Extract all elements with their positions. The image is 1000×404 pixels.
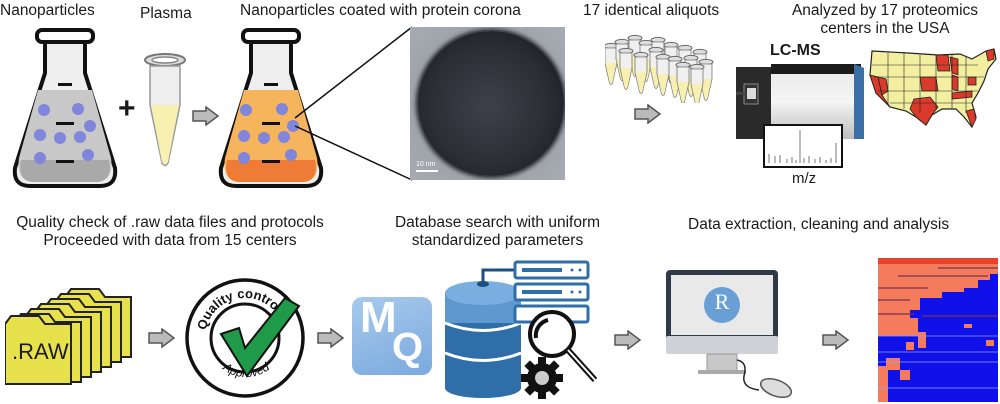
heatmap (878, 258, 998, 402)
arrow-right-icon (317, 328, 345, 348)
label-corona: Nanoparticles coated with protein corona (240, 2, 521, 19)
label-analyzed-line1: Analyzed by 17 proteomics (791, 2, 979, 19)
heatmap-row-lines (878, 267, 998, 317)
heatmap-red-regions (878, 258, 998, 402)
database-search-icon (444, 260, 598, 399)
lcms-label: LC-MS (770, 42, 821, 59)
magnifier-icon (528, 310, 598, 383)
r-logo-letter: R (714, 289, 730, 314)
quality-control-seal-icon: Quality control Approved (185, 278, 305, 398)
plus-symbol: + (118, 92, 136, 125)
selected-states (869, 48, 995, 128)
raw-file-label: .RAW (12, 339, 69, 364)
nanoparticle-dots (34, 103, 96, 164)
label-data-extraction: Data extraction, cleaning and analysis (688, 216, 950, 233)
mass-spectrum-icon (763, 124, 843, 168)
label-analyzed: Analyzed by 17 proteomics centers in the… (775, 2, 995, 38)
aliquot-tubes-icon (605, 34, 714, 103)
nanoparticle-core (418, 31, 564, 176)
label-quality-line1: Quality check of .raw data files and pro… (16, 214, 324, 231)
tem-image: 10 nm (410, 27, 565, 180)
label-analyzed-line2: centers in the USA (820, 20, 950, 37)
mq-logo-m: M (360, 293, 397, 342)
scale-bar (416, 170, 438, 172)
flask-corona-icon (218, 28, 324, 188)
label-aliquots: 17 identical aliquots (583, 2, 720, 19)
flask-nanoparticles-icon (12, 28, 118, 188)
label-plasma: Plasma (140, 5, 192, 22)
gear-icon (521, 357, 563, 399)
label-database-search: Database search with uniform standardize… (385, 214, 610, 250)
database-cylinder (444, 281, 522, 398)
label-quality-check: Quality check of .raw data files and pro… (0, 214, 340, 250)
arrow-right-icon (148, 328, 176, 348)
label-database-line2: standardized parameters (411, 232, 584, 249)
arrow-right-icon (192, 106, 220, 126)
mz-axis-label: m/z (792, 170, 817, 187)
scale-bar-label: 10 nm (416, 161, 436, 168)
mq-logo-q: Q (392, 325, 424, 369)
coated-nanoparticle-dots (238, 103, 299, 164)
zoom-lines (294, 26, 413, 181)
arrow-right-icon (822, 330, 850, 350)
arrow-right-icon (614, 330, 642, 350)
raw-files-stack-icon (5, 288, 132, 385)
plasma-tube-icon (144, 53, 186, 167)
usa-map-icon (869, 48, 997, 129)
arrow-right-icon (634, 104, 662, 124)
label-database-line1: Database search with uniform (394, 214, 601, 231)
maxquant-logo: M Q (352, 293, 432, 375)
computer-icon (666, 270, 793, 398)
label-nanoparticles: Nanoparticles (0, 2, 95, 19)
label-quality-line2: Proceeded with data from 15 centers (43, 232, 297, 249)
